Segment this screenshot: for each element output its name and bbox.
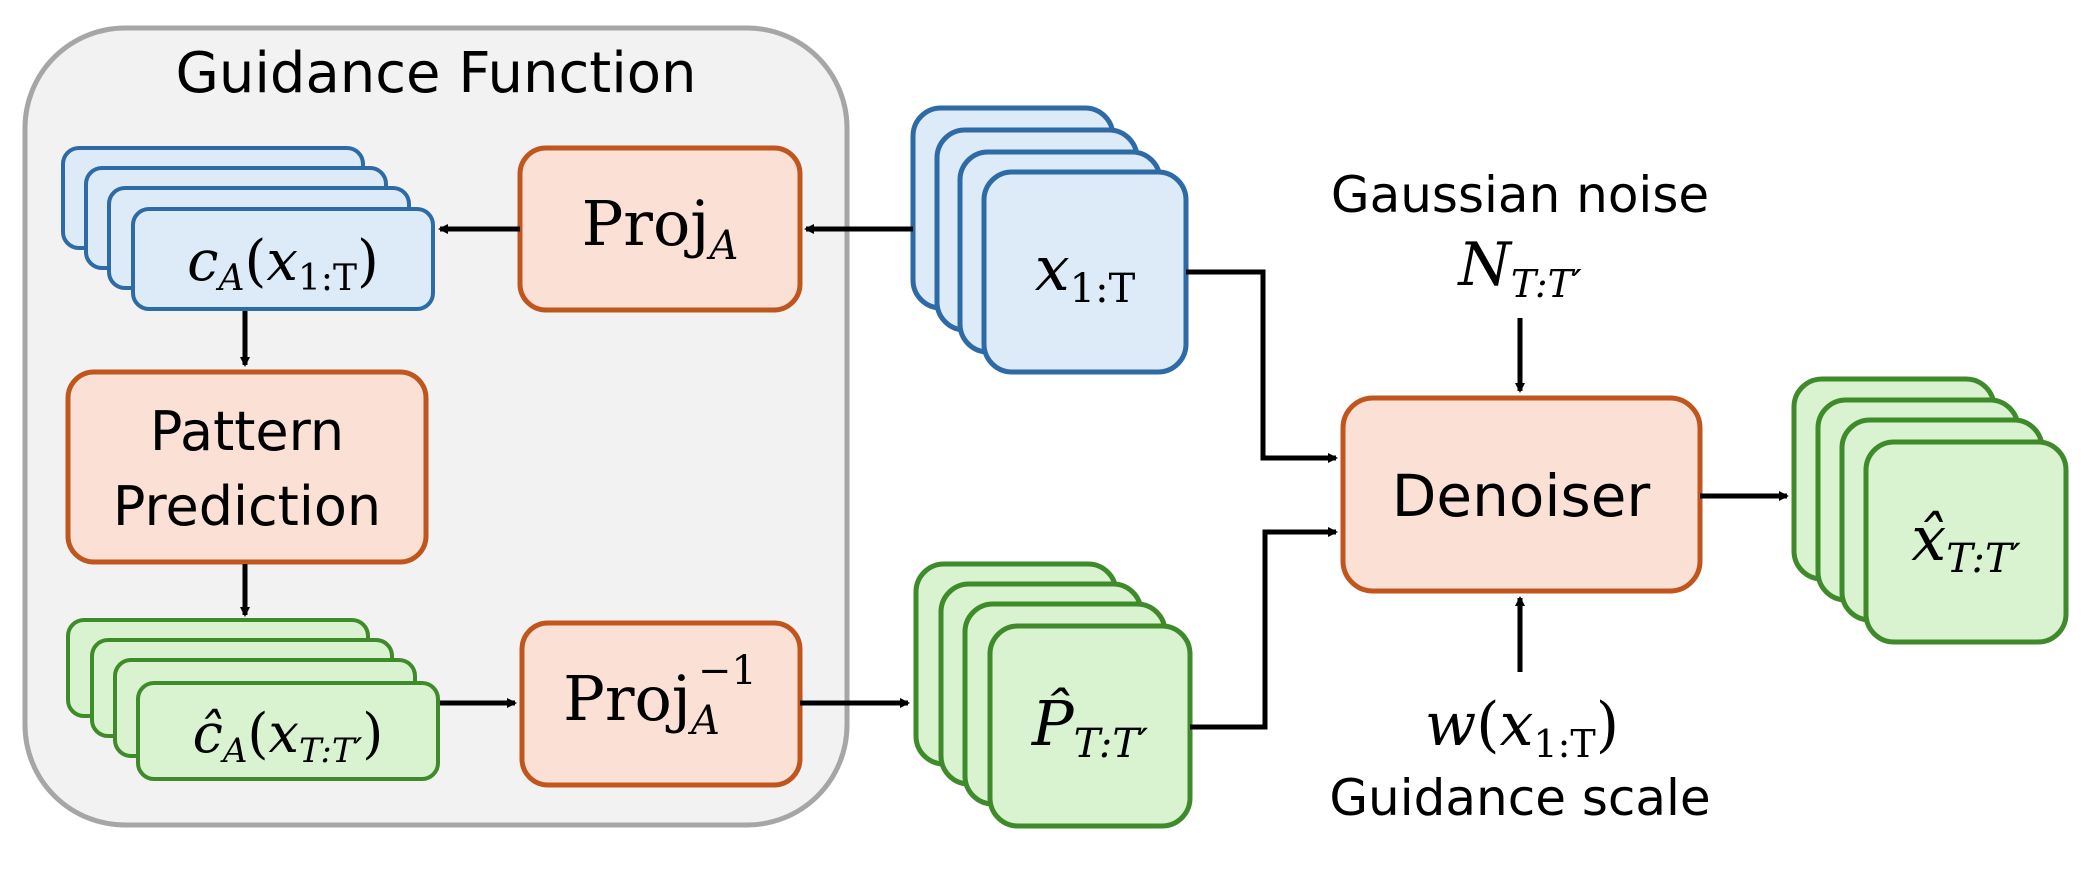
c-hat-a-label: ĉA(xT:T′) [193, 702, 384, 771]
pattern-prediction-box [65, 369, 429, 565]
x-hat-output-stack-layer-4 [1863, 439, 2069, 645]
c-a-label: cA(x1:T) [187, 229, 379, 299]
guidance-scale-symbol: w(x1:T) [1425, 690, 1619, 766]
proj-a-inverse-block: ProjA−1 [519, 620, 803, 788]
arrow-x-input-to-denoiser [1186, 269, 1338, 463]
denoiser-block: Denoiser [1340, 395, 1703, 594]
c-a-stack: cA(x1:T) [61, 146, 435, 311]
guidance-scale-input: w(x1:T) Guidance scale [1329, 690, 1710, 827]
gaussian-noise-input: Gaussian noise NT:T′ [1331, 166, 1709, 306]
p-hat-stack: P̂T:T′ [913, 561, 1193, 829]
x-input-label: x1:T [1035, 232, 1136, 312]
connectors [240, 224, 1789, 730]
proj-a-label: ProjA [582, 187, 739, 269]
proj-a-block: ProjA [517, 145, 803, 313]
pattern-prediction-block: Pattern Prediction [65, 369, 429, 565]
guidance-function-title: Guidance Function [175, 41, 696, 106]
pattern-prediction-line1: Pattern [150, 400, 344, 463]
denoiser-label: Denoiser [1392, 462, 1651, 530]
gaussian-noise-symbol: NT:T′ [1456, 230, 1582, 306]
x-hat-output-label: x̂T:T′ [1911, 502, 2020, 582]
c-hat-a-stack-layer-4 [136, 681, 440, 781]
p-hat-label: P̂T:T′ [1031, 687, 1148, 767]
x-input-stack: x1:T [910, 105, 1189, 375]
arrow-p-hat-to-denoiser [1190, 527, 1338, 730]
gaussian-noise-label: Gaussian noise [1331, 166, 1709, 224]
c-a-stack-layer-4 [131, 207, 435, 311]
guidance-scale-label: Guidance scale [1329, 769, 1710, 827]
x-hat-output-stack: x̂T:T′ [1791, 376, 2069, 645]
pattern-prediction-line2: Prediction [113, 475, 381, 538]
c-hat-a-stack: ĉA(xT:T′) [66, 618, 440, 781]
proj-a-inverse-label: ProjA−1 [563, 648, 757, 744]
